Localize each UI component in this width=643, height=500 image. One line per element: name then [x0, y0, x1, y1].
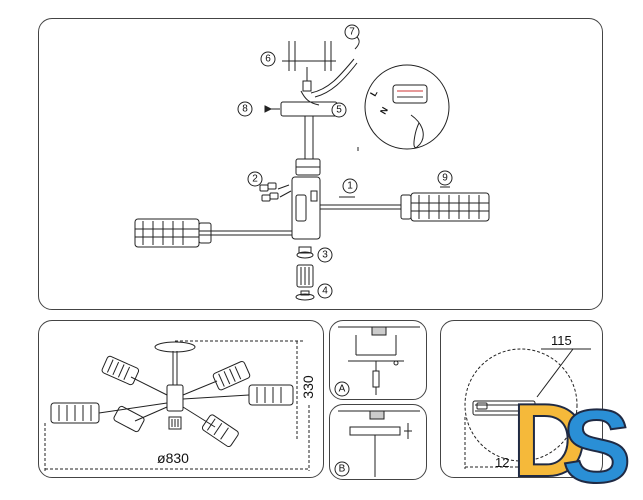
connector-detail [354, 36, 450, 150]
wire-label-l: L [368, 88, 380, 98]
callout-1-text: 1 [347, 181, 353, 192]
left-shade [134, 218, 212, 248]
detail-b-label: B [339, 464, 346, 475]
detail-b-marker [334, 461, 350, 477]
callout-6 [260, 51, 276, 67]
callout-1 [342, 178, 358, 194]
detail-a-drawing: A [334, 326, 420, 397]
lamp-dimensions-panel: 330 ø830 [38, 320, 324, 478]
canopy-depth-label: 12 [495, 455, 509, 470]
callout-4 [317, 283, 333, 299]
set-screws [259, 182, 292, 202]
canopy-dimensions-drawing: 115 12 [464, 333, 591, 470]
detail-b-drawing: B [334, 410, 420, 477]
assembly-diagram-panel: 1 2 3 4 5 6 7 8 9 L N [38, 18, 603, 310]
callout-8-text: 8 [242, 104, 248, 115]
detail-b-panel: B [329, 404, 427, 480]
callout-7-text: 7 [349, 27, 355, 38]
callouts [237, 24, 453, 299]
callout-9 [437, 170, 453, 186]
callout-4-text: 4 [322, 286, 328, 297]
canopy-dimensions-panel: 115 12 [440, 320, 603, 478]
callout-6-text: 6 [265, 54, 271, 65]
hub-body [291, 176, 321, 240]
callout-5-text: 5 [336, 105, 342, 116]
callout-3-text: 3 [322, 250, 328, 261]
lamp-dimensions-drawing: 330 ø830 [44, 340, 316, 471]
wire-label-n: N [378, 105, 390, 116]
right-shade [400, 192, 490, 222]
lamp-height-label: 330 [300, 375, 316, 399]
callout-2 [247, 171, 263, 187]
callout-9-text: 9 [442, 173, 448, 184]
detail-a-panel: A [329, 320, 427, 400]
detail-a-marker [334, 381, 350, 397]
mounting-bracket [282, 41, 336, 92]
callout-7 [344, 24, 360, 40]
canopy-width-label: 115 [551, 333, 572, 348]
assembly-diagram: 1 2 3 4 5 6 7 8 9 L N [134, 24, 490, 301]
callout-5 [331, 102, 347, 118]
callout-2-text: 2 [252, 174, 258, 185]
callout-3 [317, 247, 333, 263]
lamp-diameter-label: ø830 [157, 450, 189, 466]
bulb-holder [296, 264, 314, 288]
detail-a-label: A [339, 384, 346, 395]
lamp-canopy [154, 341, 196, 353]
callout-8 [237, 101, 253, 117]
canopy [280, 101, 338, 117]
